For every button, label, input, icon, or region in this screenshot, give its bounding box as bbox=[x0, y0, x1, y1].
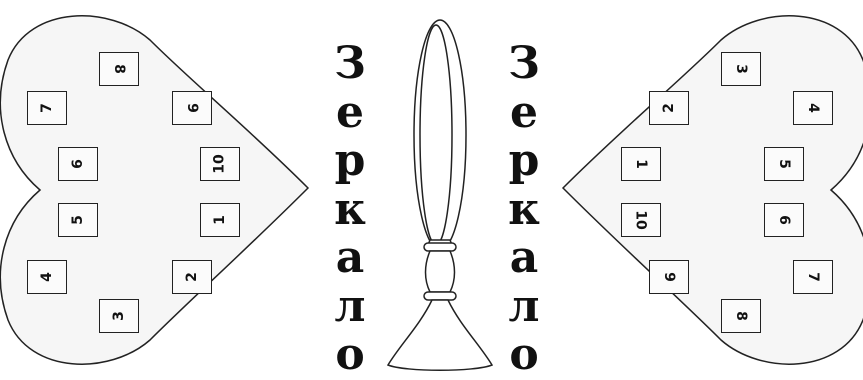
mirror-collar-bottom bbox=[424, 292, 456, 300]
letter: а bbox=[510, 234, 539, 283]
letter: к bbox=[334, 186, 366, 235]
mirror-glass bbox=[420, 25, 452, 245]
left-box-10: 10 bbox=[200, 147, 240, 181]
right-box-3: 3 bbox=[721, 52, 761, 86]
right-box-10: 10 bbox=[621, 203, 661, 237]
letter: р bbox=[509, 137, 540, 186]
left-box-5: 5 bbox=[58, 203, 98, 237]
mirror-handle bbox=[426, 251, 455, 292]
left-heart-shape bbox=[0, 16, 308, 364]
left-box-2: 2 bbox=[172, 260, 212, 294]
word-right: З е р к а л о bbox=[494, 40, 554, 380]
letter: о bbox=[509, 331, 538, 380]
left-box-8: 8 bbox=[99, 52, 139, 86]
letter: З bbox=[334, 40, 366, 89]
letter: З bbox=[508, 40, 540, 89]
left-box-1: 1 bbox=[200, 203, 240, 237]
right-box-5: 5 bbox=[764, 147, 804, 181]
right-box-9: 9 bbox=[649, 260, 689, 294]
word-left: З е р к а л о bbox=[320, 40, 380, 380]
mirror-collar-top bbox=[424, 243, 456, 251]
letter: а bbox=[336, 234, 365, 283]
left-box-3: 3 bbox=[99, 299, 139, 333]
letter: е bbox=[336, 89, 364, 138]
letter: к bbox=[508, 186, 540, 235]
right-box-1: 1 bbox=[621, 147, 661, 181]
left-box-9: 9 bbox=[172, 91, 212, 125]
letter: о bbox=[335, 331, 364, 380]
letter: л bbox=[508, 283, 539, 332]
left-box-7: 7 bbox=[27, 91, 67, 125]
left-box-6: 6 bbox=[58, 147, 98, 181]
right-box-7: 7 bbox=[793, 260, 833, 294]
right-box-6: 6 bbox=[764, 203, 804, 237]
letter: л bbox=[334, 283, 365, 332]
letter: е bbox=[510, 89, 538, 138]
mirror-base bbox=[388, 300, 492, 370]
left-box-4: 4 bbox=[27, 260, 67, 294]
right-box-2: 2 bbox=[649, 91, 689, 125]
right-box-8: 8 bbox=[721, 299, 761, 333]
hand-mirror-icon bbox=[388, 20, 492, 370]
letter: р bbox=[335, 137, 366, 186]
right-box-4: 4 bbox=[793, 91, 833, 125]
right-heart-shape bbox=[563, 16, 863, 364]
